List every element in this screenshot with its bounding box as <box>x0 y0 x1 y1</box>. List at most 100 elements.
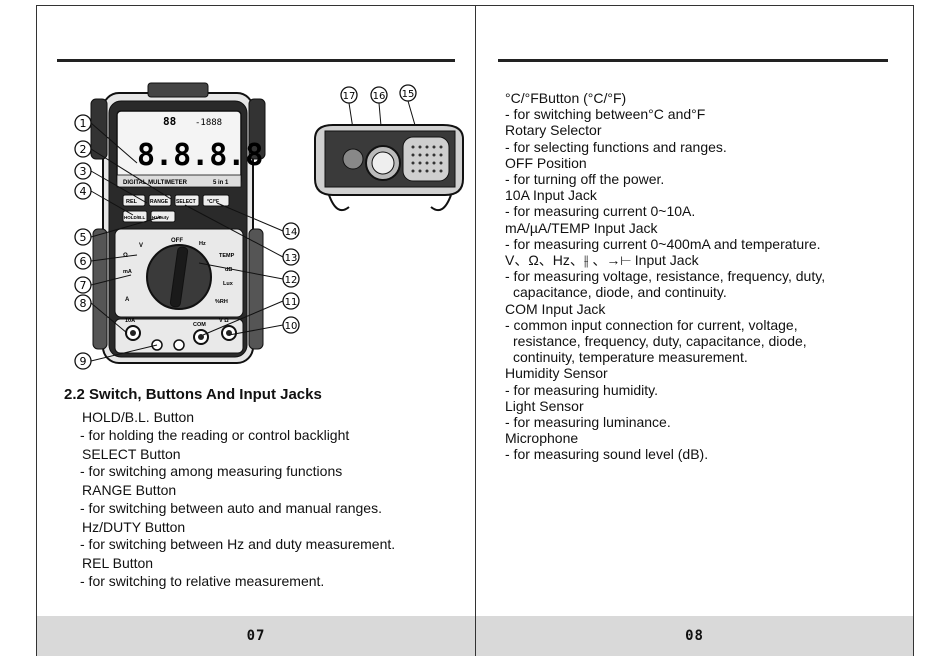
dial-temp-label: TEMP <box>219 253 235 259</box>
temp-button-label: °C/°F <box>207 199 219 205</box>
item-head: REL Button <box>82 555 154 572</box>
dial-rh-label: %RH <box>215 299 228 305</box>
item-head: °C/°FButton (°C/°F) <box>505 90 627 106</box>
item-head: OFF Position <box>505 154 587 171</box>
callout-16: 16 <box>370 86 388 104</box>
page-number: 07 <box>246 628 266 644</box>
svg-text:16: 16 <box>373 91 386 102</box>
item-desc: - for measuring current 0~400mA and temp… <box>505 235 821 252</box>
humidity-sensor-icon <box>402 136 450 182</box>
list-item: OFF Position - for turning off the power… <box>505 155 825 187</box>
header-rule <box>57 59 455 62</box>
model-text: DIGITAL MULTIMETER <box>123 180 188 186</box>
svg-text:8: 8 <box>80 297 87 310</box>
lcd-main-digits: 8.8.8.8 <box>137 138 263 173</box>
list-item: Light Sensor - for measuring luminance. <box>505 398 825 430</box>
svg-text:12: 12 <box>285 275 298 286</box>
item-head: Microphone <box>505 430 579 447</box>
callouts: 1 2 3 4 5 6 7 8 9 10 11 12 13 14 15 16 1… <box>74 84 417 370</box>
item-head: 10A Input Jack <box>505 187 597 204</box>
dial-v-label: V <box>139 243 143 249</box>
callout-14: 14 <box>282 222 300 240</box>
callout-11: 11 <box>282 292 300 310</box>
callout-1: 1 <box>74 114 92 132</box>
item-desc: continuity, temperature measurement. <box>513 349 748 366</box>
list-item: Humidity Sensor - for measuring humidity… <box>505 365 825 397</box>
svg-text:13: 13 <box>285 253 298 264</box>
hold-button-label: HOLD/B.L <box>124 215 145 220</box>
left-item-list: HOLD/B.L. Button - for holding the readi… <box>80 409 395 591</box>
item-head: HOLD/B.L. Button <box>82 409 195 425</box>
right-item-list: °C/°FButton (°C/°F) - for switching betw… <box>505 90 825 463</box>
jack-10a-label: 10A <box>125 318 135 324</box>
item-desc: - common input connection for current, v… <box>505 316 798 333</box>
callout-13: 13 <box>282 248 300 266</box>
svg-text:1: 1 <box>80 117 87 130</box>
item-head: Hz/DUTY Button <box>82 518 186 535</box>
item-desc: - for measuring voltage, resistance, fre… <box>505 268 826 285</box>
list-item: Hz/DUTY Button - for switching between H… <box>80 519 395 554</box>
svg-text:14: 14 <box>285 227 298 238</box>
range-button-label: RANGE <box>150 199 169 205</box>
callout-7: 7 <box>74 276 92 294</box>
callout-12: 12 <box>282 270 300 288</box>
item-desc: - for switching among measuring function… <box>80 463 343 480</box>
item-desc: - for measuring current 0~10A. <box>505 203 696 220</box>
list-item: RANGE Button - for switching between aut… <box>80 482 395 517</box>
item-head: SELECT Button <box>82 445 181 462</box>
dial-hz-label: Hz <box>199 241 206 247</box>
microphone-icon <box>342 148 364 170</box>
svg-text:9: 9 <box>80 355 87 368</box>
jack-v-label: V Ω <box>219 318 229 324</box>
callout-10: 10 <box>282 316 300 334</box>
list-item: V、Ω、Hz、⫲ 、→⊢ Input Jack - for measuring … <box>505 252 825 301</box>
item-desc: - for switching between auto and manual … <box>80 499 382 516</box>
callout-lines <box>90 122 284 362</box>
dial-lux-label: Lux <box>223 281 234 287</box>
callout-2: 2 <box>74 140 92 158</box>
item-head: RANGE Button <box>82 482 177 499</box>
item-desc: - for switching to relative measurement. <box>80 572 325 589</box>
svg-text:3: 3 <box>80 165 87 178</box>
item-desc: - for measuring luminance. <box>505 414 671 431</box>
button-row-1: REL RANGE SELECT °C/°F <box>122 194 230 207</box>
lcd-small-digits: -1888 <box>195 118 222 128</box>
item-desc: - for selecting functions and ranges. <box>505 138 727 155</box>
callout-9: 9 <box>74 352 92 370</box>
item-head: Light Sensor <box>505 397 584 414</box>
dial-off-label: OFF <box>171 238 183 244</box>
jack-com-label: COM <box>193 322 206 328</box>
section-title: 2.2 Switch, Buttons And Input Jacks <box>64 386 322 403</box>
dial-db-label: dB <box>225 267 232 273</box>
item-desc: resistance, frequency, duty, capacitance… <box>513 333 807 350</box>
list-item: HOLD/B.L. Button - for holding the readi… <box>80 409 395 444</box>
svg-text:15: 15 <box>402 89 415 100</box>
list-item: 10A Input Jack - for measuring current 0… <box>505 187 825 219</box>
button-row-2: HOLD/B.L Hz/Duty <box>122 210 176 223</box>
svg-text:10: 10 <box>285 321 298 332</box>
item-desc: - for holding the reading or control bac… <box>80 426 350 443</box>
select-button-label: SELECT <box>176 199 196 205</box>
list-item: Rotary Selector - for selecting function… <box>505 122 825 154</box>
item-head: mA/µA/TEMP Input Jack <box>505 219 658 236</box>
svg-text:5: 5 <box>80 231 87 244</box>
svg-text:7: 7 <box>80 279 87 292</box>
rel-button-label: REL <box>126 199 138 205</box>
page-number: 08 <box>685 628 704 644</box>
callout-5: 5 <box>74 228 92 246</box>
page-08: °C/°FButton (°C/°F) - for switching betw… <box>476 5 913 656</box>
dial-ma-label: mA <box>123 269 132 275</box>
callout-15: 15 <box>399 84 417 102</box>
item-desc: - for switching between°C and°F <box>505 106 706 123</box>
dial-a-label: A <box>125 297 130 303</box>
list-item: mA/µA/TEMP Input Jack - for measuring cu… <box>505 220 825 252</box>
header-rule <box>498 59 888 62</box>
svg-text:4: 4 <box>80 185 87 198</box>
svg-text:17: 17 <box>343 91 356 102</box>
list-item: SELECT Button - for switching among meas… <box>80 446 395 481</box>
callout-6: 6 <box>74 252 92 270</box>
list-item: COM Input Jack - common input connection… <box>505 301 825 366</box>
callout-4: 4 <box>74 182 92 200</box>
list-item: °C/°FButton (°C/°F) - for switching betw… <box>505 90 825 122</box>
item-head: Rotary Selector <box>505 122 602 139</box>
